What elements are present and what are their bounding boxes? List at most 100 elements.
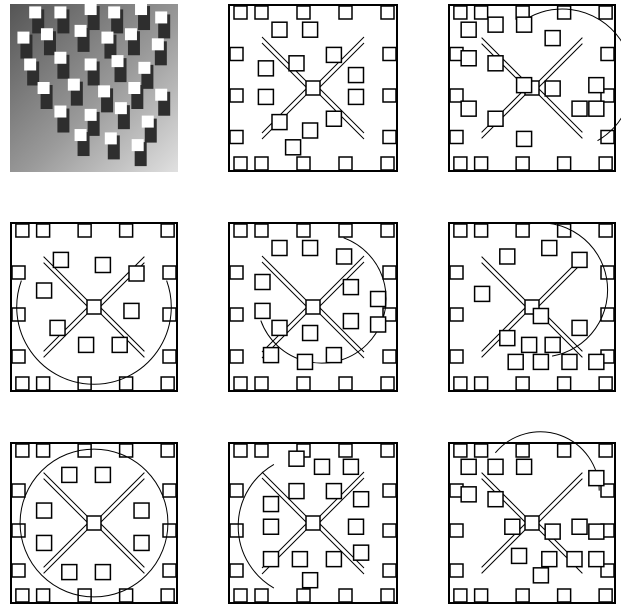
inner-square [50, 320, 65, 335]
center-pad [87, 516, 101, 530]
panel-layout-1 [228, 4, 398, 172]
border-pad [230, 308, 243, 321]
border-pad [230, 564, 243, 577]
border-pad [120, 224, 133, 237]
border-pad [234, 6, 247, 19]
inner-square [488, 492, 503, 507]
pillar-top [68, 79, 80, 91]
border-pad [297, 224, 310, 237]
border-pad [454, 444, 467, 457]
border-pad [297, 377, 310, 390]
inner-square [303, 573, 318, 588]
inner-square [589, 471, 604, 486]
inner-square [354, 492, 369, 507]
inner-square [37, 283, 52, 298]
inner-square [112, 337, 127, 352]
border-pad [516, 589, 529, 602]
inner-square [488, 459, 503, 474]
border-pad [16, 377, 29, 390]
inner-square [95, 565, 110, 580]
border-pad [255, 6, 268, 19]
pillar-top [135, 3, 147, 15]
inner-square [95, 258, 110, 273]
inner-square [572, 252, 587, 267]
border-pad [163, 484, 176, 497]
inner-square [517, 131, 532, 146]
border-pad [450, 308, 463, 321]
border-pad [454, 377, 467, 390]
border-pad [450, 266, 463, 279]
inner-square [272, 22, 287, 37]
inner-square [533, 568, 548, 583]
inner-square [286, 140, 301, 155]
inner-square [292, 552, 307, 567]
inner-square [545, 524, 560, 539]
border-pad [161, 444, 174, 457]
inner-square [343, 280, 358, 295]
border-pad [558, 444, 571, 457]
inner-square [517, 78, 532, 93]
border-pad [381, 157, 394, 170]
inner-square [589, 78, 604, 93]
pillar-top [142, 116, 154, 128]
inner-square [343, 314, 358, 329]
border-pad [558, 589, 571, 602]
pillar-top [85, 58, 97, 70]
inner-square [542, 552, 557, 567]
inner-square [264, 348, 279, 363]
inner-square [289, 451, 304, 466]
border-pad [454, 224, 467, 237]
border-pad [454, 589, 467, 602]
inner-square [517, 17, 532, 32]
inner-square [562, 354, 577, 369]
inner-square [505, 519, 520, 534]
border-pad [558, 224, 571, 237]
inner-square [258, 61, 273, 76]
border-pad [12, 564, 25, 577]
panel-layout-8 [448, 442, 616, 604]
inner-square [326, 552, 341, 567]
inner-square [272, 115, 287, 130]
border-pad [12, 484, 25, 497]
pillar-top [101, 32, 113, 44]
border-pad [12, 524, 25, 537]
inner-square [258, 89, 273, 104]
pillar-top [125, 28, 137, 40]
border-pad [163, 350, 176, 363]
border-pad [599, 377, 612, 390]
border-pad [297, 6, 310, 19]
border-pad [450, 524, 463, 537]
border-pad [12, 266, 25, 279]
border-pad [475, 444, 488, 457]
border-pad [161, 377, 174, 390]
inner-square [337, 249, 352, 264]
border-pad [558, 6, 571, 19]
pillar-top [24, 58, 36, 70]
inner-square [343, 459, 358, 474]
inner-square [508, 354, 523, 369]
center-pad [525, 516, 539, 530]
border-pad [339, 157, 352, 170]
inner-square [500, 249, 515, 264]
pillar-top [98, 85, 110, 97]
pillar-top [75, 25, 87, 37]
inner-square [264, 497, 279, 512]
border-pad [339, 6, 352, 19]
inner-square [289, 56, 304, 71]
pillar-top [128, 82, 140, 94]
panel-layout-5 [448, 222, 616, 392]
panel-layout-7 [228, 442, 398, 604]
inner-square [517, 459, 532, 474]
border-pad [120, 444, 133, 457]
border-pad [37, 444, 50, 457]
border-pad [163, 266, 176, 279]
pillar-top [112, 55, 124, 67]
inner-square [37, 535, 52, 550]
center-pad [306, 300, 320, 314]
border-pad [16, 444, 29, 457]
center-pad [306, 516, 320, 530]
pillar-top [85, 3, 97, 15]
border-pad [475, 6, 488, 19]
border-pad [297, 589, 310, 602]
pillar-top [54, 6, 66, 18]
